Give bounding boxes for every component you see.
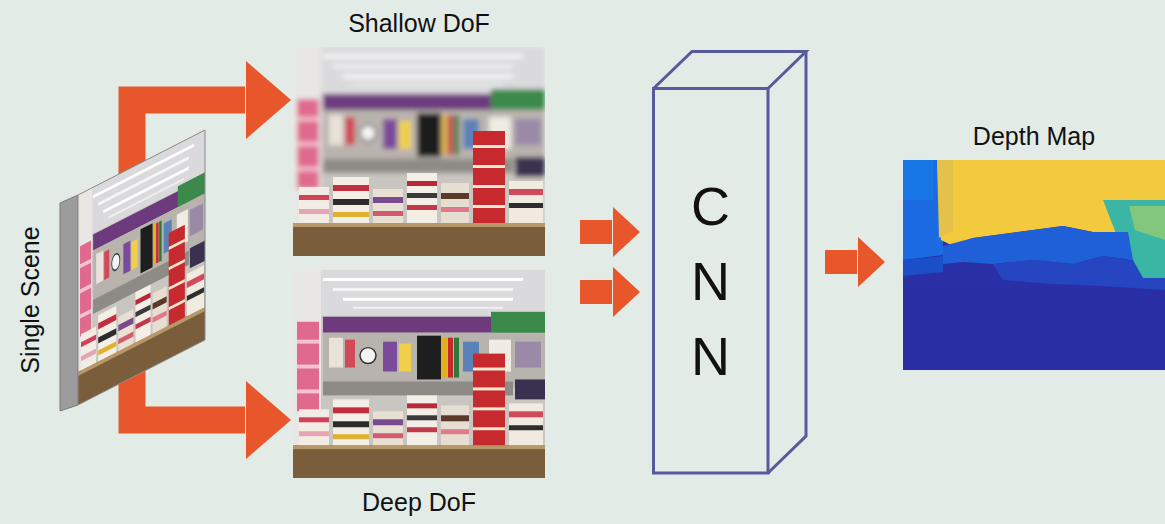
panel-photo — [78, 130, 205, 405]
scene-panel-graphic — [60, 128, 205, 408]
flow-arrow — [132, 368, 291, 459]
photo-foreground — [293, 354, 545, 478]
panel-photo-clip — [78, 130, 205, 405]
arrow-shaft — [580, 220, 612, 244]
arrow-shaft — [132, 368, 245, 420]
arrow-shaft — [825, 250, 857, 274]
depth-region — [903, 290, 1165, 370]
image-heading: Depth Map — [973, 122, 1095, 151]
shallow-dof-image: Shallow DoF — [293, 47, 545, 256]
side-label: Single Scene — [16, 226, 45, 373]
panel-border — [78, 130, 205, 405]
depth-region — [937, 160, 953, 238]
deep-dof-image: Deep DoF — [293, 270, 545, 478]
arrow-head — [246, 61, 291, 139]
depth-region — [903, 256, 943, 276]
photo-graphic — [293, 47, 545, 256]
depth-map-image: Depth Map — [903, 160, 1165, 370]
photo-clip — [293, 47, 545, 256]
flow-arrow — [580, 207, 640, 257]
cnn-label-area: C N N — [654, 90, 767, 472]
panel-scene-bg — [78, 130, 205, 405]
panel-side — [60, 195, 78, 411]
cnn-top-face — [654, 52, 807, 89]
cnn-label: C N N — [681, 169, 740, 394]
photo-foreground — [293, 131, 545, 256]
image-heading: Deep DoF — [362, 488, 476, 517]
panel-scene-fg — [78, 214, 205, 405]
cnn-front-face — [654, 89, 769, 474]
arrow-head — [858, 237, 885, 287]
depth-region — [993, 256, 1165, 290]
cnn-side-face — [768, 52, 806, 474]
arrow-shaft — [580, 280, 612, 304]
flow-arrow — [825, 237, 885, 287]
flow-arrow — [580, 267, 640, 317]
arrow-head — [246, 381, 291, 459]
depth-map-graphic — [903, 160, 1165, 370]
photo-background — [293, 47, 545, 256]
cnn-block: C N N — [652, 50, 808, 475]
photo-graphic — [293, 270, 545, 478]
photo-background — [293, 270, 545, 478]
depth-region — [903, 160, 1165, 370]
depth-region — [1129, 206, 1165, 240]
arrow-head — [613, 207, 640, 257]
image-heading: Shallow DoF — [348, 9, 490, 38]
arrow-head — [613, 267, 640, 317]
photo-clip — [293, 270, 545, 478]
scene-panel: Single Scene — [60, 128, 205, 408]
depth-region — [903, 160, 933, 200]
depth-region — [903, 160, 943, 260]
cnn-box-outline — [652, 50, 808, 475]
